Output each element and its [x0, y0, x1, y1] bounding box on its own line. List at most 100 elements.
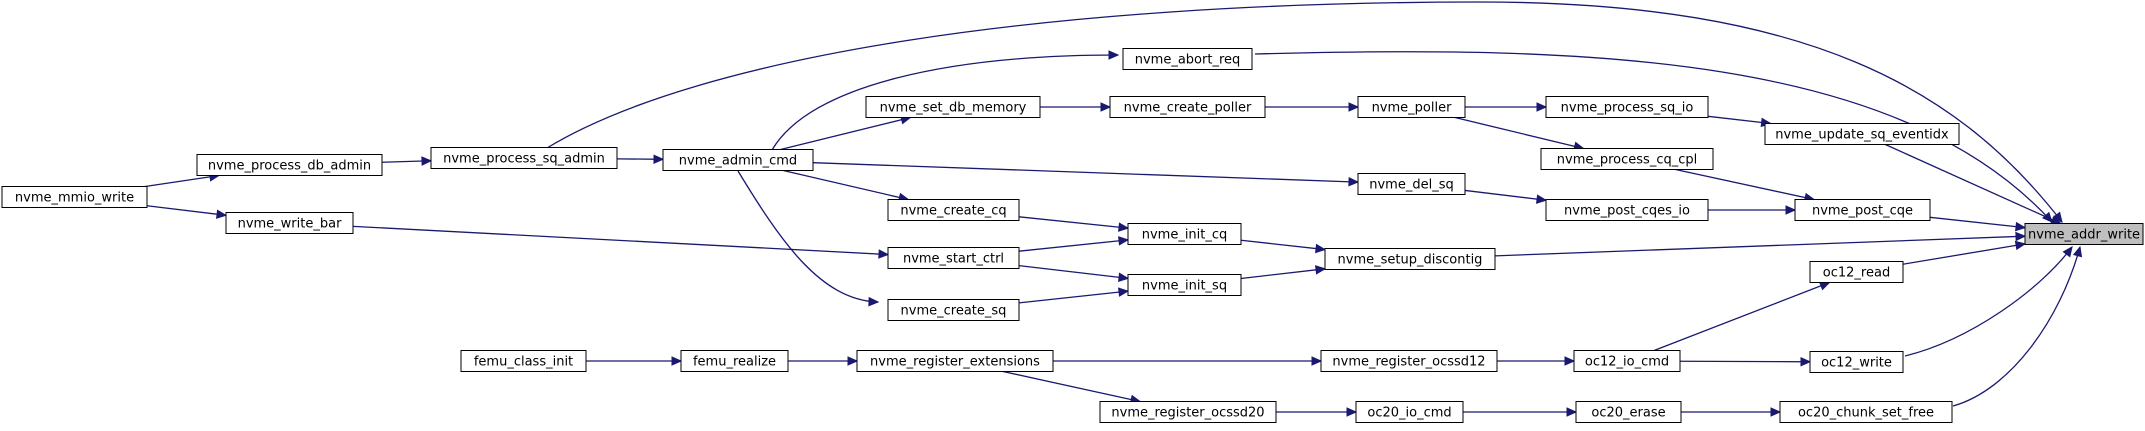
node-nvme_mmio_write[interactable]: nvme_mmio_write — [1, 186, 148, 208]
node-box[interactable] — [887, 299, 1020, 321]
node-nvme_create_sq[interactable]: nvme_create_sq — [887, 299, 1020, 321]
node-box[interactable] — [887, 199, 1020, 221]
node-box[interactable] — [1794, 199, 1931, 221]
node-label: oc20_erase — [1591, 406, 1665, 421]
node-nvme_init_cq[interactable]: nvme_init_cq — [1127, 223, 1242, 245]
node-nvme_update_sq_eventidx[interactable]: nvme_update_sq_eventidx — [1764, 123, 1960, 145]
edge-nvme_process_sq_admin-to-nvme_addr_write — [546, 1, 2063, 223]
edge-nvme_create_sq-to-nvme_init_sq — [1018, 287, 1130, 304]
edge-nvme_init_sq-to-nvme_setup_discontig — [1240, 265, 1327, 280]
node-label: nvme_mmio_write — [15, 191, 134, 206]
node-nvme_register_ocssd12[interactable]: nvme_register_ocssd12 — [1320, 350, 1498, 372]
node-box[interactable] — [1764, 123, 1960, 145]
node-label: nvme_del_sq — [1369, 178, 1453, 193]
node-nvme_write_bar[interactable]: nvme_write_bar — [225, 212, 354, 234]
node-label: nvme_admin_cmd — [679, 154, 797, 169]
node-oc12_write[interactable]: oc12_write — [1809, 351, 1904, 373]
node-nvme_setup_discontig[interactable]: nvme_setup_discontig — [1324, 248, 1496, 270]
edge-arrowhead — [215, 209, 228, 219]
node-box[interactable] — [1357, 173, 1466, 195]
node-nvme_del_sq[interactable]: nvme_del_sq — [1357, 173, 1466, 195]
edge-nvme_del_sq-to-nvme_post_cqes_io — [1464, 189, 1548, 204]
node-label: nvme_init_sq — [1142, 279, 1227, 294]
node-nvme_init_sq[interactable]: nvme_init_sq — [1127, 274, 1242, 296]
node-nvme_create_poller[interactable]: nvme_create_poller — [1109, 96, 1266, 118]
node-nvme_process_cq_cpl[interactable]: nvme_process_cq_cpl — [1540, 148, 1714, 170]
node-box[interactable] — [1357, 96, 1466, 118]
edge-nvme_admin_cmd-to-nvme_create_cq — [783, 169, 910, 202]
node-oc12_read[interactable]: oc12_read — [1809, 261, 1904, 283]
node-box[interactable] — [1355, 401, 1464, 423]
node-label: femu_class_init — [474, 355, 573, 370]
node-box[interactable] — [225, 212, 354, 234]
node-box[interactable] — [1809, 351, 1904, 373]
node-oc20_io_cmd[interactable]: oc20_io_cmd — [1355, 401, 1464, 423]
node-box[interactable] — [1127, 274, 1242, 296]
edge-line — [1904, 246, 2073, 357]
node-oc20_chunk_set_free[interactable]: oc20_chunk_set_free — [1779, 401, 1953, 423]
node-nvme_create_cq[interactable]: nvme_create_cq — [887, 199, 1020, 221]
node-nvme_process_sq_admin[interactable]: nvme_process_sq_admin — [430, 147, 618, 169]
node-box[interactable] — [460, 350, 587, 372]
edge-nvme_admin_cmd-to-nvme_create_sq — [737, 170, 880, 307]
edge-arrowhead — [1564, 356, 1576, 366]
edge-line — [146, 205, 227, 216]
node-box[interactable] — [887, 247, 1020, 269]
node-box[interactable] — [196, 154, 383, 176]
node-nvme_register_extensions[interactable]: nvme_register_extensions — [856, 350, 1054, 372]
node-oc12_io_cmd[interactable]: oc12_io_cmd — [1573, 350, 1681, 372]
edge-nvme_post_cqe-to-nvme_addr_write — [1929, 216, 2027, 232]
node-box[interactable] — [680, 350, 789, 372]
node-box[interactable] — [1540, 148, 1714, 170]
node-box[interactable] — [1109, 96, 1266, 118]
node-box[interactable] — [1573, 350, 1681, 372]
node-nvme_post_cqe[interactable]: nvme_post_cqe — [1794, 199, 1931, 221]
edge-line — [1018, 216, 1129, 229]
node-box[interactable] — [1809, 261, 1904, 283]
node-nvme_process_db_admin[interactable]: nvme_process_db_admin — [196, 154, 383, 176]
edge-arrowhead — [2015, 231, 2027, 242]
node-nvme_poller[interactable]: nvme_poller — [1357, 96, 1466, 118]
edge-line — [1018, 239, 1129, 252]
node-box[interactable] — [430, 147, 618, 169]
node-box[interactable] — [1, 186, 148, 208]
node-label: nvme_start_ctrl — [903, 252, 1004, 267]
node-box[interactable] — [2024, 223, 2144, 245]
edge-nvme_write_bar-to-nvme_start_ctrl — [352, 225, 890, 259]
edge-nvme_register_ocssd12-to-oc12_io_cmd — [1497, 356, 1576, 366]
edge-arrowhead — [1118, 272, 1130, 283]
node-box[interactable] — [662, 149, 814, 171]
node-nvme_addr_write[interactable]: nvme_addr_write — [2024, 223, 2144, 245]
edge-arrowhead — [1800, 356, 1812, 367]
node-box[interactable] — [1099, 401, 1277, 423]
node-box[interactable] — [1545, 96, 1709, 118]
node-box[interactable] — [1320, 350, 1498, 372]
edge-nvme_poller-to-nvme_process_sq_io — [1465, 102, 1548, 112]
edge-line — [737, 170, 879, 303]
node-nvme_start_ctrl[interactable]: nvme_start_ctrl — [887, 247, 1020, 269]
edge-nvme_create_cq-to-nvme_init_cq — [1018, 216, 1130, 232]
edge-line — [1454, 116, 1584, 150]
edge-nvme_register_extensions-to-nvme_register_ocssd12 — [1053, 356, 1323, 366]
node-box[interactable] — [856, 350, 1054, 372]
node-label: nvme_init_cq — [1142, 228, 1228, 243]
node-oc20_erase[interactable]: oc20_erase — [1575, 401, 1682, 423]
node-nvme_register_ocssd20[interactable]: nvme_register_ocssd20 — [1099, 401, 1277, 423]
node-nvme_admin_cmd[interactable]: nvme_admin_cmd — [662, 149, 814, 171]
node-box[interactable] — [1324, 248, 1496, 270]
node-label: nvme_create_poller — [1124, 101, 1252, 116]
node-femu_realize[interactable]: femu_realize — [680, 350, 789, 372]
node-femu_class_init[interactable]: femu_class_init — [460, 350, 587, 372]
node-nvme_process_sq_io[interactable]: nvme_process_sq_io — [1545, 96, 1709, 118]
node-box[interactable] — [865, 96, 1041, 118]
node-nvme_post_cqes_io[interactable]: nvme_post_cqes_io — [1545, 199, 1709, 221]
node-nvme_set_db_memory[interactable]: nvme_set_db_memory — [865, 96, 1041, 118]
node-box[interactable] — [1575, 401, 1682, 423]
node-nvme_abort_req[interactable]: nvme_abort_req — [1122, 48, 1253, 70]
node-label: femu_realize — [693, 355, 776, 370]
edge-nvme_poller-to-nvme_process_cq_cpl — [1454, 116, 1585, 151]
node-box[interactable] — [1122, 48, 1253, 70]
node-box[interactable] — [1779, 401, 1953, 423]
node-box[interactable] — [1545, 199, 1709, 221]
node-box[interactable] — [1127, 223, 1242, 245]
